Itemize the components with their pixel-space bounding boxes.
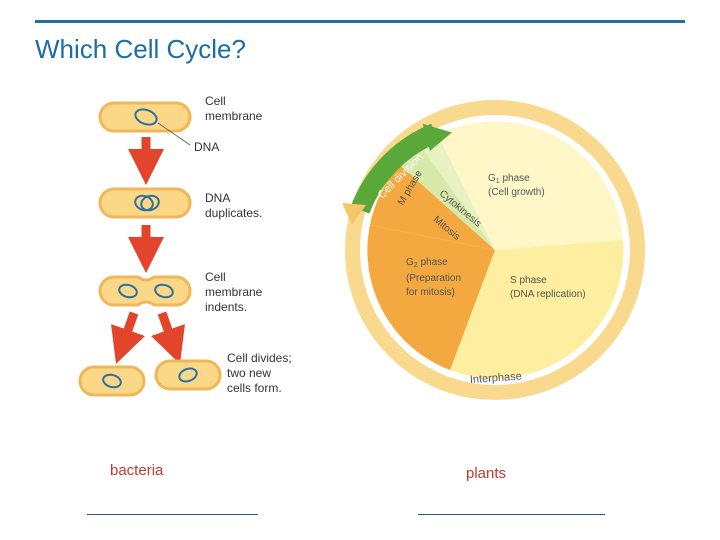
label-g2-desc-2: for mitosis) (406, 287, 455, 298)
label-s-phase: S phase (510, 275, 547, 286)
split-arrow-right (151, 311, 185, 364)
top-rule (35, 20, 685, 23)
label-g1-desc: (Cell growth) (488, 187, 545, 198)
cytokinesis-wedge (420, 135, 495, 250)
label-dna-duplicates: DNA duplicates. (205, 191, 262, 220)
split-arrow-left (111, 311, 145, 364)
label-g1-phase: G1 phase (488, 173, 530, 185)
figure: Cell membrane DNA DNA duplicates. Cell m… (78, 94, 645, 400)
daughter-cell-left (78, 365, 146, 397)
slide-title: Which Cell Cycle? (35, 34, 246, 64)
answer-blank-left (87, 514, 258, 515)
binary-fission-diagram: Cell membrane DNA DNA duplicates. Cell m… (78, 94, 295, 397)
s-phase-wedge (450, 240, 624, 379)
cell-cycle-diagram: Cell division M phase Cytokinesis Mitosi… (342, 100, 645, 400)
label-g2-desc-1: (Preparation (406, 273, 461, 284)
bacterium-cell-indenting (98, 275, 192, 307)
label-s-desc: (DNA replication) (510, 289, 586, 300)
m-phase-wedge (400, 145, 495, 250)
label-cell-divides: Cell divides; two new cells form. (227, 351, 295, 395)
label-membrane-indents: Cell membrane indents. (205, 270, 266, 314)
answer-blank-right (418, 514, 605, 515)
caption-bacteria: bacteria (110, 462, 164, 479)
caption-plants: plants (466, 465, 507, 482)
bacterium-cell-duplicated (98, 187, 192, 219)
g2-phase-wedge (367, 225, 495, 370)
label-cell-membrane: Cell membrane (205, 94, 263, 123)
interphase-arrow-head (342, 203, 366, 225)
g1-phase-wedge (438, 121, 623, 250)
label-dna: DNA (194, 140, 219, 154)
dna-pointer-line (157, 122, 191, 146)
bacterium-cell (98, 101, 192, 133)
label-g2-phase: G2 phase (406, 257, 448, 269)
daughter-cell-right (154, 359, 222, 391)
label-interphase: Interphase (469, 370, 522, 386)
cell-division-arrow (350, 123, 440, 214)
